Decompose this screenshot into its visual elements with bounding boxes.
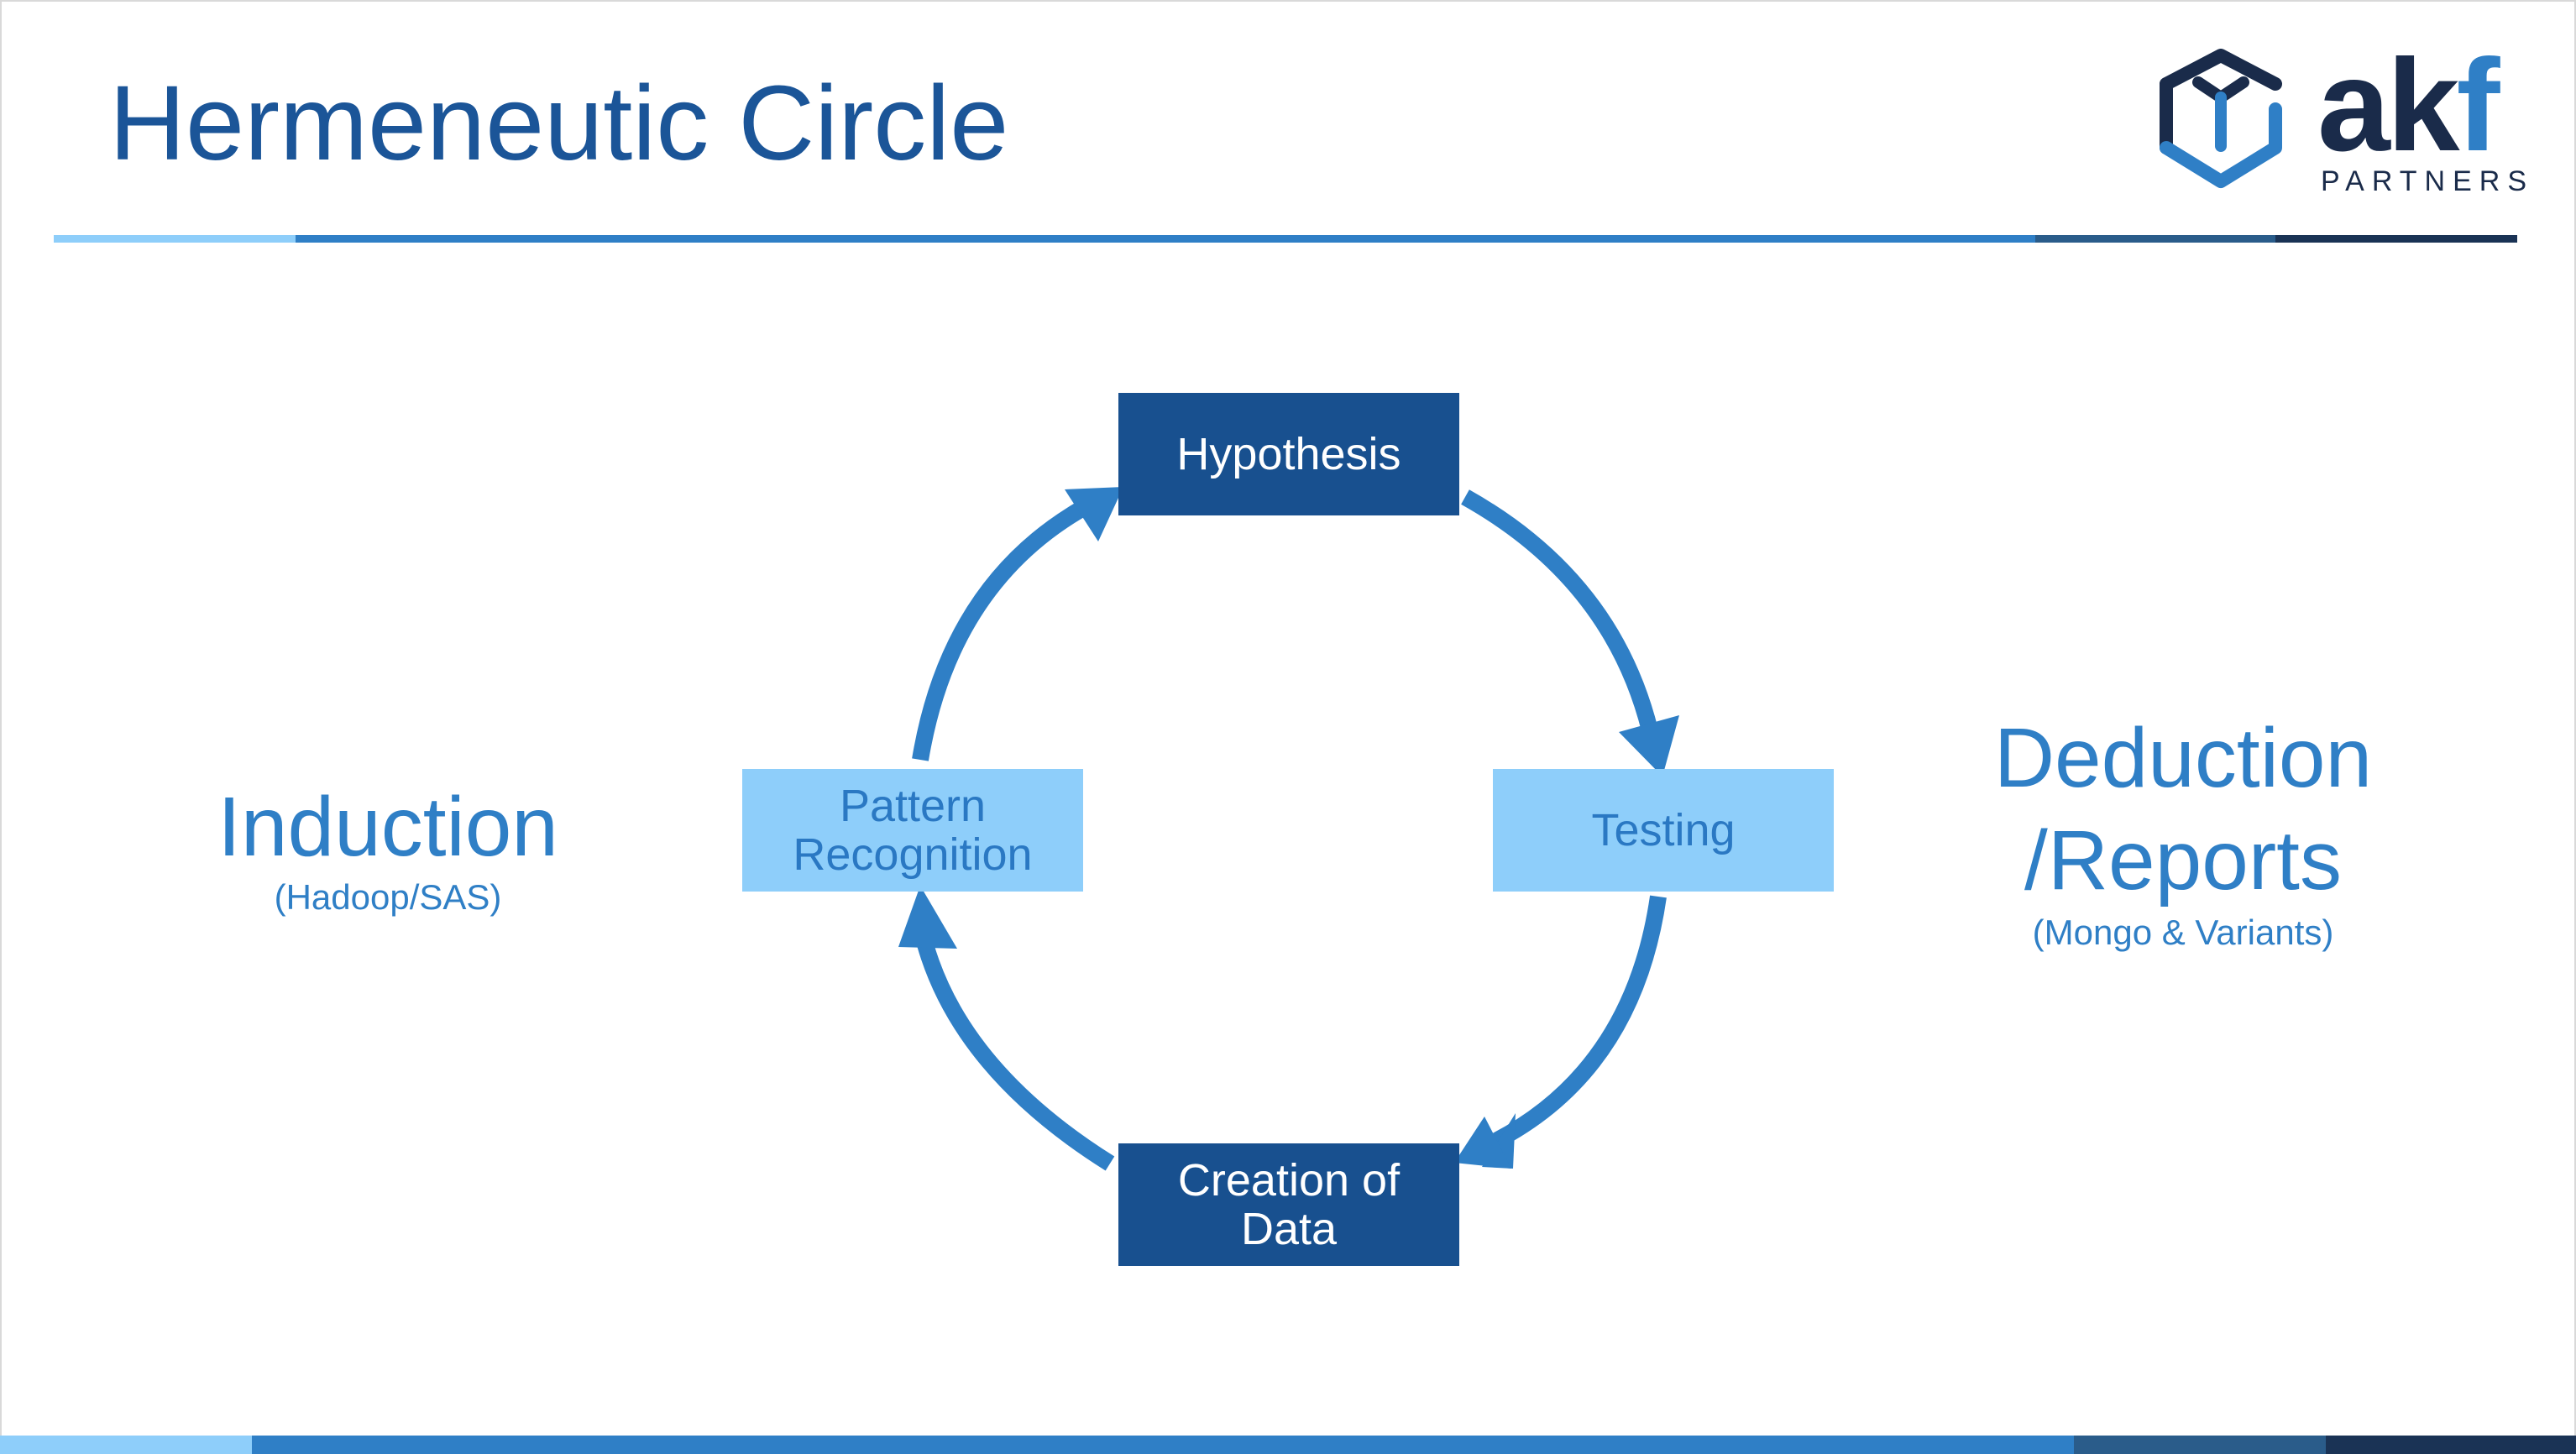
arrow-pattern-to-hypothesis xyxy=(912,503,1084,761)
induction-sublabel: (Hadoop/SAS) xyxy=(274,877,502,917)
arrowhead-testing xyxy=(1619,715,1679,777)
footer-bar-light xyxy=(0,1436,252,1454)
footer-bar-navy xyxy=(2326,1436,2576,1454)
arrow-hypothesis-to-testing xyxy=(1461,489,1658,733)
logo-wordmark-dark: ak xyxy=(2317,33,2460,179)
slide-title: Hermeneutic Circle xyxy=(109,64,1009,182)
deduction-sublabel: (Mongo & Variants) xyxy=(2032,913,2334,952)
induction-label: Induction xyxy=(217,780,558,874)
akf-logo: akf PARTNERS xyxy=(2158,39,2527,200)
arrowhead-hypothesis xyxy=(1065,487,1123,541)
header-rule-dark xyxy=(2035,235,2275,243)
header-rule-navy xyxy=(2275,235,2517,243)
logo-wordmark: akf xyxy=(2317,39,2500,173)
node-testing: Testing xyxy=(1493,769,1834,892)
deduction-label-line1: Deduction xyxy=(1993,711,2373,805)
arrowhead-pattern xyxy=(898,886,957,949)
logo-subtitle: PARTNERS xyxy=(2321,165,2535,197)
deduction-label-line2: /Reports xyxy=(2024,813,2342,907)
node-creation-of-data: Creation of Data xyxy=(1118,1143,1459,1266)
arrow-testing-to-creation xyxy=(1490,895,1667,1149)
footer-bar-dark xyxy=(2074,1436,2326,1454)
logo-wordmark-accent: f xyxy=(2456,33,2500,179)
cube-icon xyxy=(2160,49,2282,188)
arrowhead-creation-b xyxy=(1454,1117,1511,1169)
footer-bar-mid xyxy=(252,1436,2074,1454)
node-hypothesis: Hypothesis xyxy=(1118,393,1459,515)
node-pattern-recognition: Pattern Recognition xyxy=(742,769,1083,892)
header-rule-light xyxy=(54,235,296,243)
arrow-creation-to-pattern xyxy=(917,942,1115,1171)
header-rule-mid xyxy=(296,235,2035,243)
